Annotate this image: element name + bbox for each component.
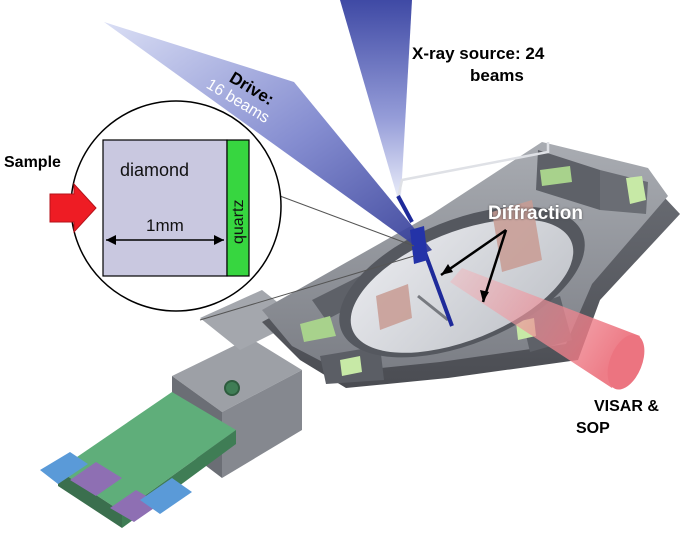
quartz-label: quartz [230, 199, 247, 244]
drive-beam [104, 22, 432, 253]
circuit-board [40, 380, 240, 528]
xray-beams-label: beams [470, 66, 524, 85]
sample-arrow [49, 182, 97, 234]
xray-source-label: X-ray source: 24 [412, 44, 545, 63]
xray-source-beam [340, 0, 412, 196]
sample-label: Sample [4, 154, 61, 171]
diamond-layer [102, 139, 228, 277]
diffraction-arrows [440, 228, 508, 303]
scale-label: 1mm [146, 216, 184, 235]
sop-label: SOP [576, 420, 610, 437]
diffraction-label: Diffraction [488, 203, 583, 224]
quartz-layer [226, 139, 250, 277]
magnified-inset [70, 100, 415, 321]
target-assembly [396, 142, 550, 327]
diamond-label: diamond [120, 160, 190, 180]
visar-beam [450, 268, 645, 390]
visar-label: VISAR & [594, 398, 659, 415]
